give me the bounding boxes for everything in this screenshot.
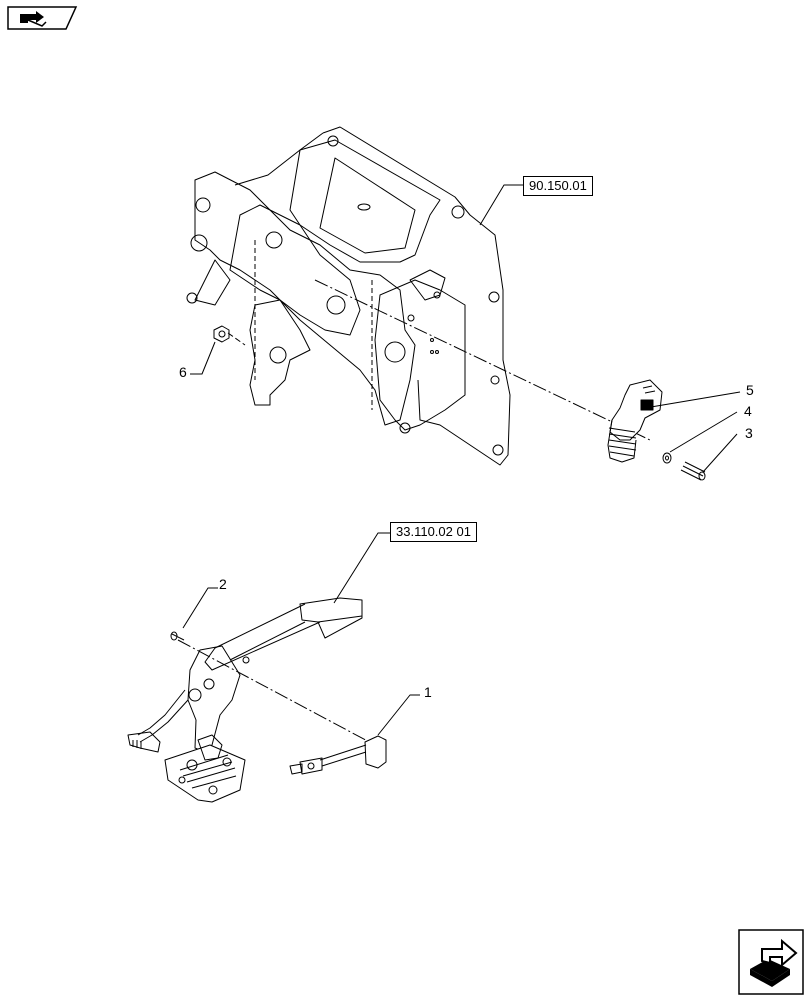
switch-part-1 [289,735,387,775]
reference-box-lower[interactable]: 33.110.02 01 [390,522,477,542]
nut-part-6 [213,325,230,343]
handbrake-lever-assembly [127,597,363,803]
leader-4 [669,411,738,453]
screw-part-2 [170,631,185,641]
callout-3: 3 [745,425,753,441]
callout-1: 1 [424,684,432,700]
leader-33-110-02-01 [333,532,390,604]
leader-5 [644,391,741,409]
leader-6 [190,341,216,375]
leader-2 [182,587,218,629]
leader-90-150-01 [479,184,523,226]
callout-6: 6 [179,364,187,380]
reference-box-upper[interactable]: 90.150.01 [523,176,593,196]
previous-page-button[interactable] [6,5,78,31]
pedal-support-frame [186,126,511,466]
callout-4: 4 [744,403,752,419]
next-page-button[interactable] [738,929,804,995]
callout-2: 2 [219,576,227,592]
previous-page-icon [7,6,78,30]
screw-part-3 [680,461,706,481]
callout-5: 5 [746,382,754,398]
leader-3 [702,433,738,473]
next-page-icon [738,929,804,995]
sensor-part-5 [607,379,663,463]
washer-part-4 [662,452,672,464]
leader-1 [377,694,420,736]
